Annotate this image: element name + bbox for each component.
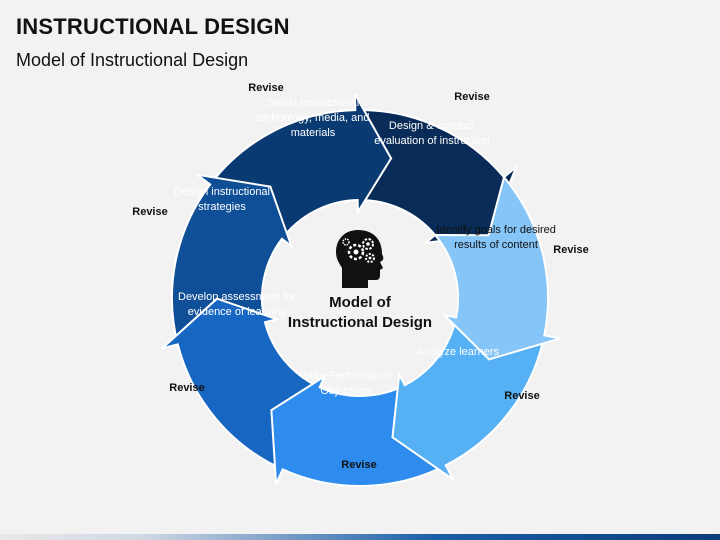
cycle-segment-6 — [208, 93, 393, 242]
revise-label-7: Revise — [454, 91, 490, 103]
revise-label-6: Revise — [248, 82, 284, 94]
footer-bar — [0, 534, 720, 540]
revise-label-1: Revise — [553, 244, 589, 256]
step-label-3: Write Performance Objectives — [300, 370, 392, 397]
revise-label-2: Revise — [504, 390, 540, 402]
step-label-7: Design & conduct evaluation of instructi… — [374, 120, 490, 147]
revise-label-3: Revise — [341, 459, 377, 471]
center-title-line2: Instructional Design — [287, 314, 433, 331]
center-title-line1: Model of — [329, 294, 391, 311]
step-label-6: Select instructional technology, media, … — [256, 96, 370, 139]
cycle-segment-7 — [353, 109, 518, 245]
revise-label-4: Revise — [169, 382, 205, 394]
step-label-5: Design instructional strategies — [174, 186, 270, 213]
revise-label-5: Revise — [132, 206, 168, 218]
center-title: Model of Instructional Design — [275, 293, 445, 333]
step-label-4: Develop assessment for evidence of learn… — [178, 291, 296, 318]
head-gears-icon — [336, 230, 384, 288]
cycle-segment-4 — [161, 297, 323, 472]
cycle-segment-2 — [391, 315, 546, 481]
page-subtitle: Model of Instructional Design — [16, 50, 249, 70]
page-title: INSTRUCTIONAL DESIGN — [16, 14, 290, 39]
step-label-1: Identify goals for desired results of co… — [436, 224, 556, 251]
cycle-segment-1 — [432, 175, 561, 361]
cycle-segment-3 — [270, 373, 448, 488]
step-label-2: Analyze learners — [417, 345, 499, 358]
cycle-segment-5 — [170, 173, 294, 347]
